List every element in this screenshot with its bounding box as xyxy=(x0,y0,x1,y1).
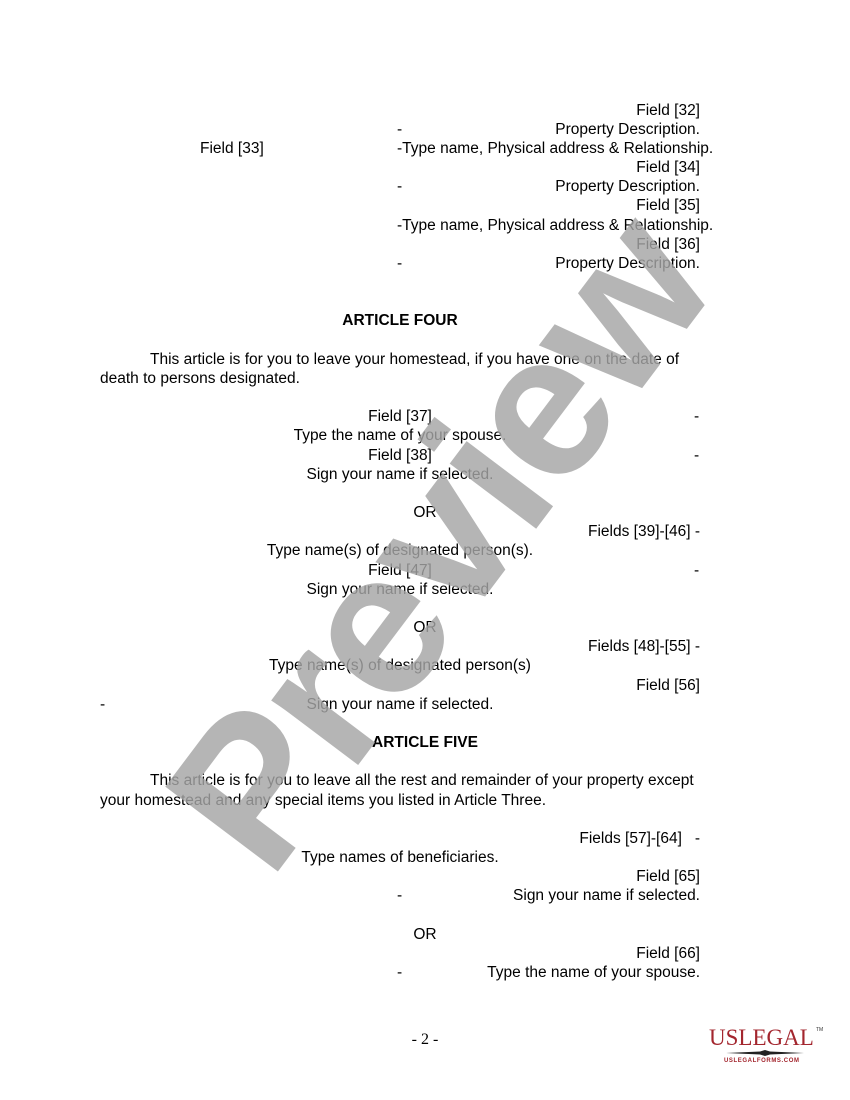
dash: - xyxy=(694,447,700,464)
article-four-paragraph-line1: This article is for you to leave your ho… xyxy=(150,351,680,368)
dash: - xyxy=(100,696,106,713)
logo-url: USLEGALFORMS.COM xyxy=(724,1058,800,1064)
field-35: Field [35] xyxy=(636,197,700,214)
instruction-beneficiaries: Type names of beneficiaries. xyxy=(301,849,499,866)
instruction-sign-name: Sign your name if selected. xyxy=(306,581,494,598)
field-56: Field [56] xyxy=(636,677,700,694)
fields-48-55: Fields [48]-[55] - xyxy=(588,638,700,655)
instruction-designated-persons: Type name(s) of designated person(s). xyxy=(266,542,534,559)
page-number: - 2 - xyxy=(411,1031,439,1048)
instruction-property-description: Property Description. xyxy=(555,255,700,272)
dash: - xyxy=(397,121,403,138)
article-five-paragraph-line2: your homestead and any special items you… xyxy=(100,792,547,809)
instruction-sign-name: Sign your name if selected. xyxy=(306,466,494,483)
article-five-paragraph-line1: This article is for you to leave all the… xyxy=(150,772,694,789)
article-four-paragraph-line2: death to persons designated. xyxy=(100,370,300,387)
logo-text: USLEGAL xyxy=(709,1025,814,1050)
field-37: Field [37] xyxy=(368,408,432,425)
field-34: Field [34] xyxy=(636,159,700,176)
dash: - xyxy=(397,255,403,272)
instruction-type-spouse: Type the name of your spouse. xyxy=(487,964,700,981)
fields-57-64: Fields [57]-[64] - xyxy=(579,830,700,847)
field-36: Field [36] xyxy=(636,236,700,253)
instruction-sign-name: Sign your name if selected. xyxy=(513,887,700,904)
or-separator: OR xyxy=(413,504,437,521)
instruction-type-name-address: -Type name, Physical address & Relations… xyxy=(397,140,714,157)
logo-trademark: TM xyxy=(816,1027,824,1033)
or-separator: OR xyxy=(413,926,437,943)
field-33: Field [33] xyxy=(200,140,264,157)
instruction-type-name-address: -Type name, Physical address & Relations… xyxy=(397,217,714,234)
eagle-wing-icon xyxy=(726,1050,804,1056)
field-47: Field [47] xyxy=(368,562,432,579)
or-separator: OR xyxy=(413,619,437,636)
dash: - xyxy=(397,178,403,195)
instruction-sign-name: Sign your name if selected. xyxy=(306,696,494,713)
fields-39-46: Fields [39]-[46] - xyxy=(588,523,700,540)
article-five-heading: ARTICLE FIVE xyxy=(372,734,478,751)
instruction-type-spouse: Type the name of your spouse. xyxy=(293,427,507,444)
dash: - xyxy=(694,562,700,579)
uslegal-logo[interactable]: USLEGAL TM USLEGALFORMS.COM xyxy=(706,1025,824,1071)
dash: - xyxy=(694,408,700,425)
field-65: Field [65] xyxy=(636,868,700,885)
instruction-property-description: Property Description. xyxy=(555,178,700,195)
instruction-property-description: Property Description. xyxy=(555,121,700,138)
field-66: Field [66] xyxy=(636,945,700,962)
instruction-designated-persons: Type name(s) of designated person(s) xyxy=(269,657,531,674)
article-four-heading: ARTICLE FOUR xyxy=(342,312,458,329)
field-38: Field [38] xyxy=(368,447,432,464)
field-32: Field [32] xyxy=(636,102,700,119)
dash: - xyxy=(397,964,403,981)
dash: - xyxy=(397,887,403,904)
